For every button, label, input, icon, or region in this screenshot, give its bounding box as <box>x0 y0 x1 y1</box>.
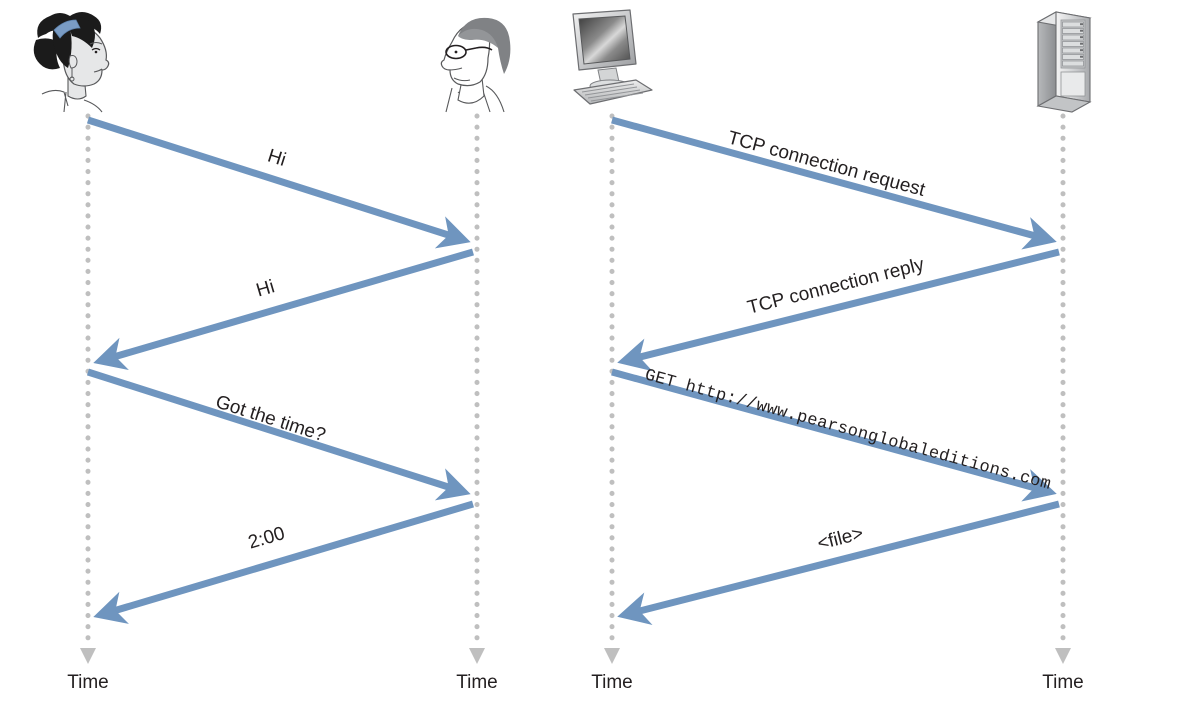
lifeline-man <box>469 113 485 664</box>
time-label-man: Time <box>456 672 498 693</box>
time-label-client: Time <box>591 672 633 693</box>
message-arrow-two-oclock <box>93 500 474 624</box>
server-tower-icon <box>1030 6 1102 114</box>
time-label-server: Time <box>1042 672 1084 693</box>
message-arrow-hi-reply <box>93 248 474 371</box>
man-head-icon <box>428 8 526 113</box>
lifeline-server <box>1055 113 1071 664</box>
message-arrow-tcp-connection-request <box>611 116 1057 250</box>
message-arrow-tcp-connection-reply <box>617 248 1060 372</box>
message-arrow-got-the-time <box>86 368 471 501</box>
message-arrow-hi-request <box>86 116 471 249</box>
woman-head-icon <box>24 8 124 113</box>
time-label-woman: Time <box>67 672 109 693</box>
message-arrow-file-response <box>617 500 1060 626</box>
lifeline-woman <box>80 113 96 664</box>
message-arrow-http-get <box>611 368 1057 502</box>
desktop-computer-icon <box>564 6 662 112</box>
lifeline-client <box>604 113 620 664</box>
